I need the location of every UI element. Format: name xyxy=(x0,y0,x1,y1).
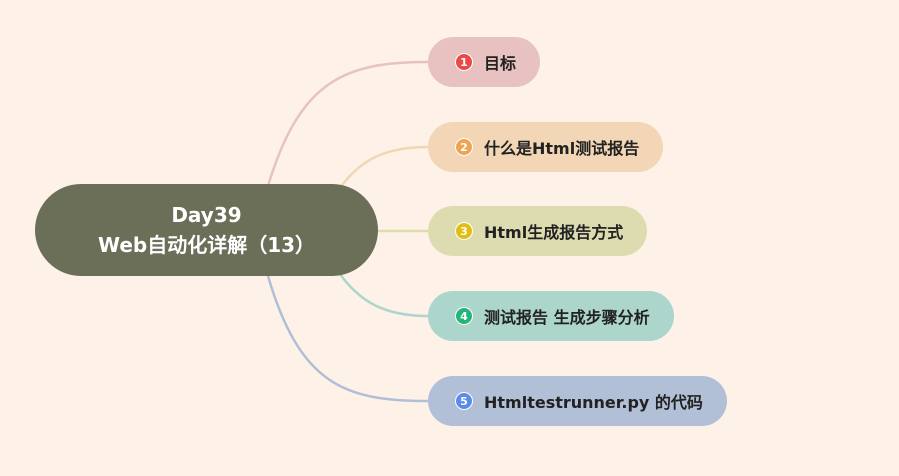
branch-label-3: Html生成报告方式 xyxy=(484,223,624,242)
connector-line-5 xyxy=(266,275,429,403)
number-5-icon: 5 xyxy=(455,392,473,410)
branch-topic-1[interactable]: 1 目标 xyxy=(428,37,541,87)
branch-label-4: 测试报告 生成步骤分析 xyxy=(484,308,650,327)
branch-topic-3[interactable]: 3 Html生成报告方式 xyxy=(428,206,648,256)
branch-label-1: 目标 xyxy=(484,54,517,73)
connector-line-2 xyxy=(338,145,429,189)
branch-label-5: Htmltestrunner.py 的代码 xyxy=(484,393,703,412)
branch-topic-2[interactable]: 2 什么是Html测试报告 xyxy=(428,122,664,172)
central-topic-line-1: Day39 xyxy=(171,203,242,227)
central-topic-line-2: Web自动化详解（13） xyxy=(97,233,316,257)
number-4-icon: 4 xyxy=(455,307,473,325)
number-3-icon: 3 xyxy=(455,222,473,240)
branch-label-2: 什么是Html测试报告 xyxy=(484,139,640,158)
branch-topic-5[interactable]: 5 Htmltestrunner.py 的代码 xyxy=(428,376,727,426)
connector-line-4 xyxy=(338,273,429,318)
connector-line-1 xyxy=(266,60,429,187)
branch-topic-4[interactable]: 4 测试报告 生成步骤分析 xyxy=(428,291,674,341)
number-2-icon: 2 xyxy=(455,138,473,156)
central-topic[interactable]: Day39 Web自动化详解（13） xyxy=(35,184,378,276)
number-1-icon: 1 xyxy=(455,53,473,71)
